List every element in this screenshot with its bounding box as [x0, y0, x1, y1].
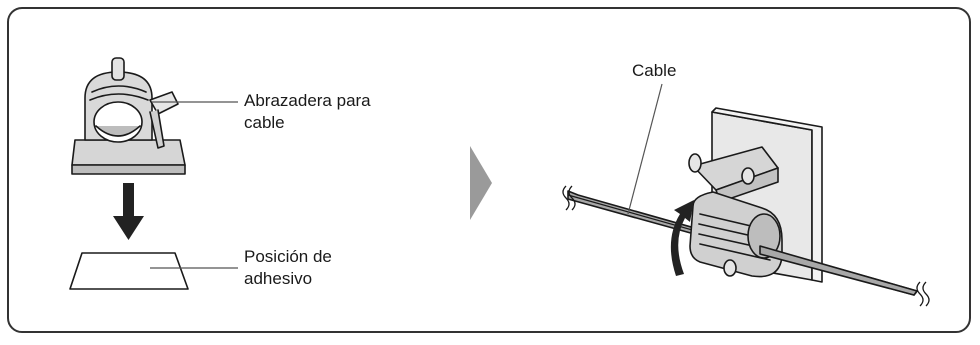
adhesive-label: Posición de adhesivo [244, 246, 332, 290]
clamp-label-line2: cable [244, 113, 285, 132]
cable-break-left-2 [562, 185, 570, 211]
adhesive-position-shape [69, 252, 189, 290]
clamp-label-line1: Abrazadera para [244, 91, 371, 110]
clamped-cable-illustration [567, 107, 918, 296]
frame-border [7, 7, 971, 333]
down-arrow [113, 183, 144, 240]
cable-label-text: Cable [632, 61, 677, 80]
step-arrow [470, 146, 492, 220]
cable-break-left [568, 185, 576, 211]
cable-break-right-2 [922, 281, 930, 307]
cable-leader-line [627, 83, 663, 215]
clamp-label: Abrazadera para cable [244, 90, 371, 134]
adhesive-label-line1: Posición de [244, 247, 332, 266]
adhesive-label-line2: adhesivo [244, 269, 313, 288]
cable-clamp-illustration [71, 57, 186, 175]
cable-label: Cable [632, 60, 676, 82]
cable-break-right [916, 281, 924, 307]
